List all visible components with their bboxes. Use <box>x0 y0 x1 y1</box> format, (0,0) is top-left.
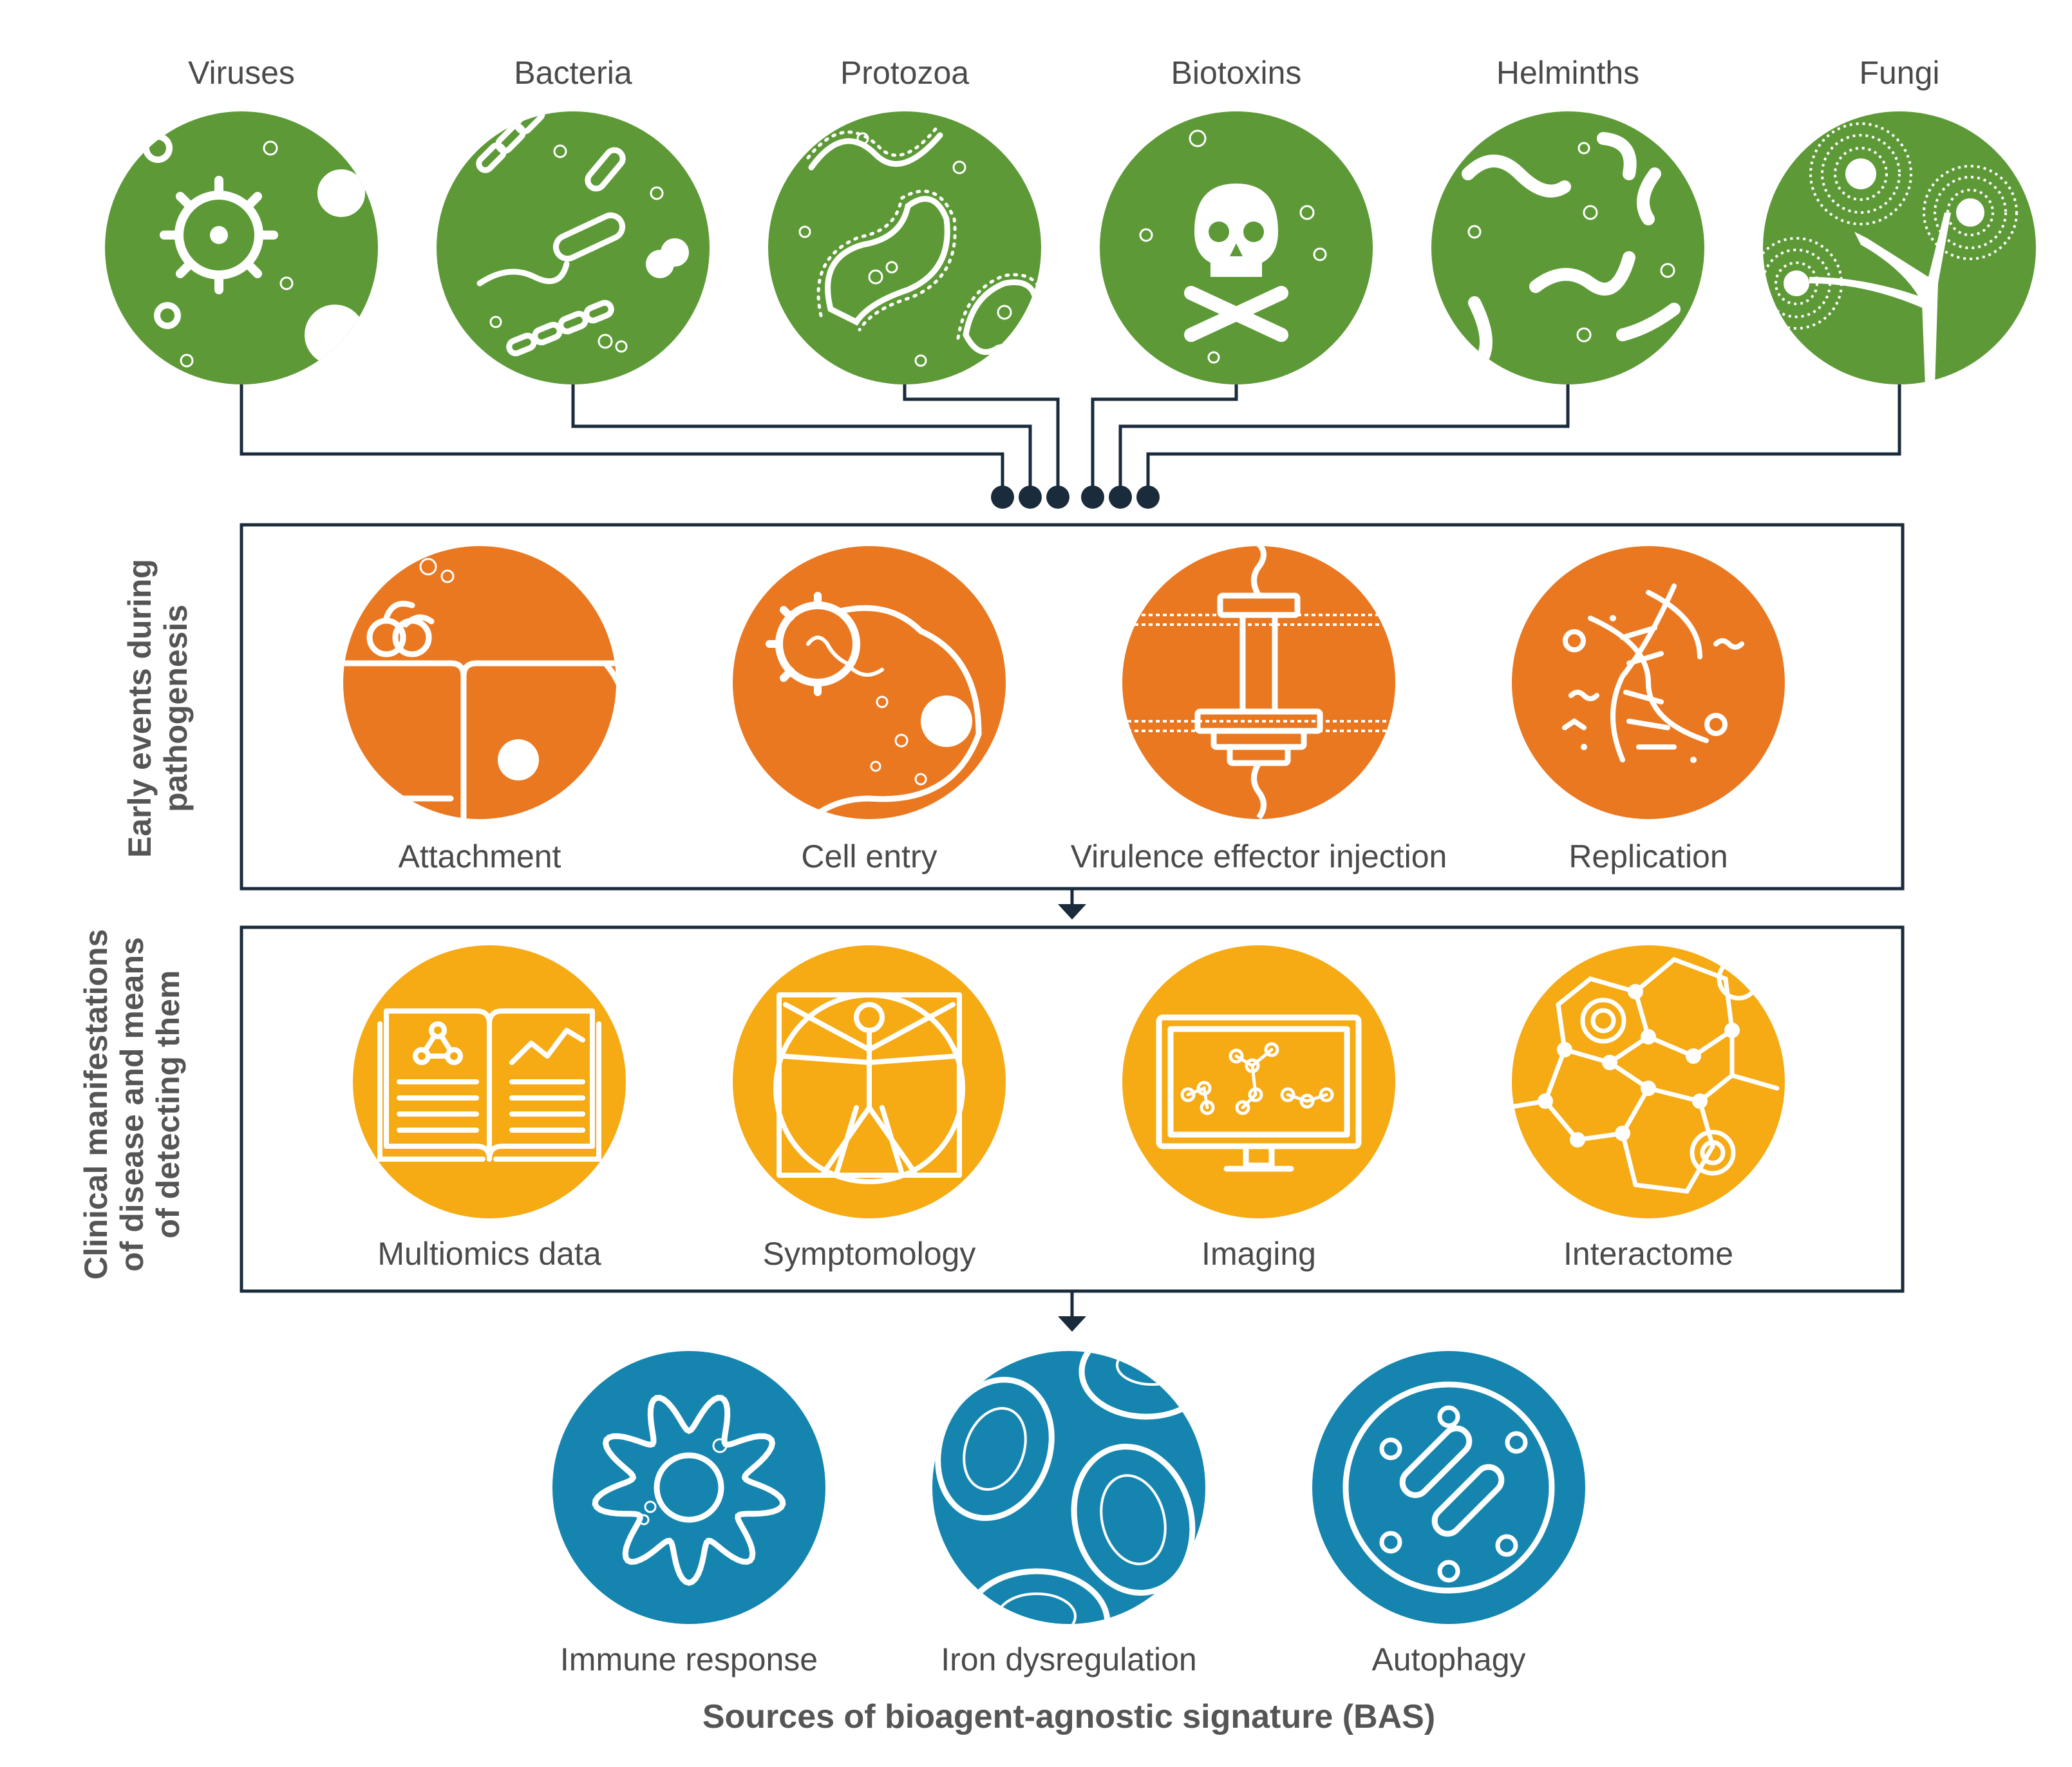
bas-label-iron-dysregulation: Iron dysregulation <box>941 1641 1197 1677</box>
clinical-label-multiomics: Multiomics data <box>377 1236 601 1272</box>
clinical-label-imaging: Imaging <box>1201 1236 1316 1272</box>
book-data-icon <box>353 945 626 1218</box>
pathogen-label-fungi: Fungi <box>1859 55 1940 91</box>
down-arrow-1 <box>1058 889 1086 920</box>
side-label-clinical-line-1: Clinical manifestations <box>78 929 114 1280</box>
cell-attachment-icon <box>343 546 616 819</box>
immune-cell-icon <box>552 1351 825 1624</box>
side-label-early-events-line-2: pathogenesis <box>158 604 194 813</box>
virus-icon <box>105 111 378 384</box>
side-label-clinical-line-2: of disease and means <box>114 937 150 1272</box>
connector-lines <box>240 384 1901 497</box>
dna-replication-icon <box>1512 546 1785 819</box>
clinical-label-interactome: Interactome <box>1563 1236 1734 1272</box>
pathogen-label-helminths: Helminths <box>1496 55 1640 91</box>
bas-label-immune-response: Immune response <box>560 1641 818 1677</box>
event-label-replication: Replication <box>1568 838 1728 874</box>
down-arrow-2 <box>1058 1291 1086 1332</box>
connector-nodes <box>991 486 1160 509</box>
bacteria-icon <box>437 111 710 384</box>
side-label-clinical: Clinical manifestations of disease and m… <box>78 929 186 1280</box>
autophagosome-icon <box>1312 1351 1585 1624</box>
fungi-icon <box>1763 111 2036 384</box>
vitruvian-man-icon <box>733 945 1006 1218</box>
network-hexagon-icon <box>1512 945 1785 1218</box>
red-blood-cells-icon <box>932 1351 1205 1624</box>
monitor-graph-icon <box>1122 945 1395 1218</box>
pathogen-label-biotoxins: Biotoxins <box>1171 55 1302 91</box>
worm-icon <box>1431 111 1704 384</box>
pathogen-label-bacteria: Bacteria <box>514 55 632 91</box>
pathogen-label-viruses: Viruses <box>188 55 295 91</box>
skull-crossbones-icon <box>1100 111 1373 384</box>
event-label-cell-entry: Cell entry <box>801 838 937 874</box>
event-label-virulence-injection: Virulence effector injection <box>1070 838 1447 874</box>
cell-entry-icon <box>733 546 1006 819</box>
pathogen-label-protozoa: Protozoa <box>840 55 970 91</box>
protozoa-icon <box>768 111 1041 384</box>
side-label-clinical-line-3: of detecting them <box>150 970 186 1239</box>
side-label-early-events: Early events during pathogenesis <box>122 559 194 858</box>
injection-system-icon <box>1122 546 1395 819</box>
clinical-label-symptomology: Symptomology <box>762 1236 976 1272</box>
bas-caption: Sources of bioagent-agnostic signature (… <box>702 1698 1436 1735</box>
event-label-attachment: Attachment <box>398 838 561 874</box>
side-label-early-events-line-1: Early events during <box>122 558 158 858</box>
bas-label-autophagy: Autophagy <box>1371 1641 1526 1677</box>
